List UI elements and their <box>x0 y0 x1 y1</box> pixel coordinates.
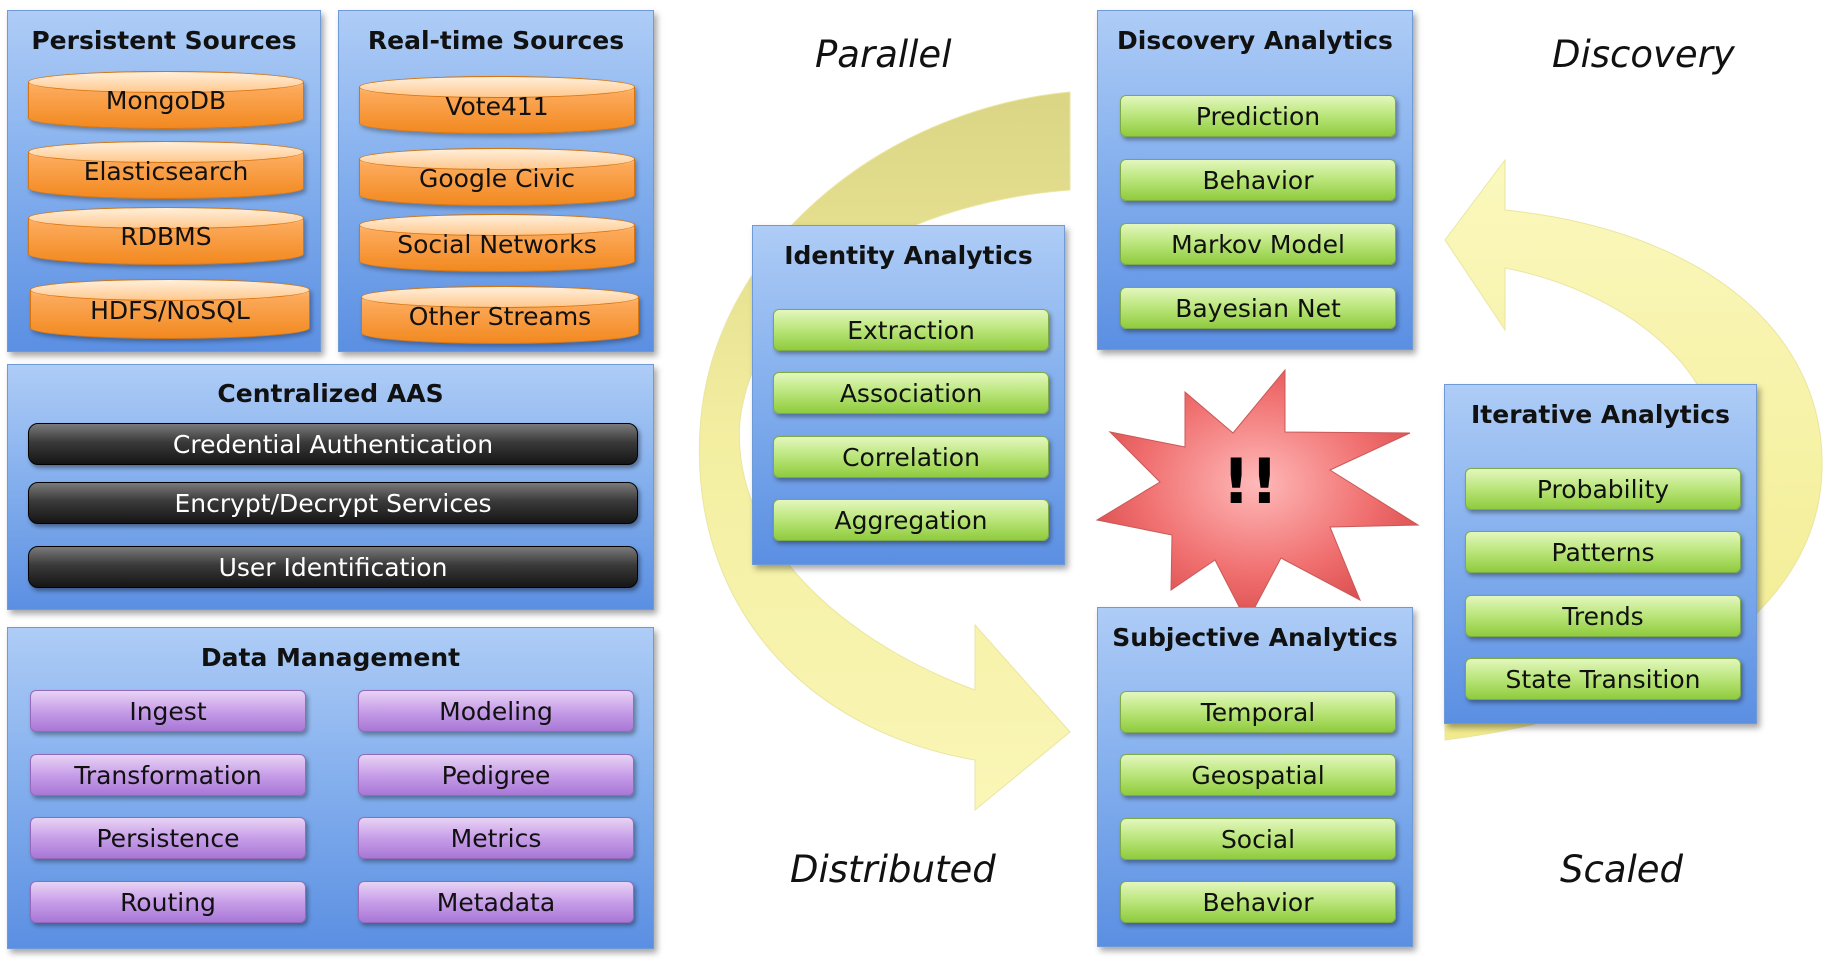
source-social-networks[interactable]: Social Networks <box>359 214 635 272</box>
data-management-panel: Data Management Ingest Modeling Transfor… <box>7 627 654 949</box>
source-label: HDFS/NoSQL <box>90 296 250 325</box>
dm-routing[interactable]: Routing <box>30 881 306 923</box>
source-label: MongoDB <box>105 86 227 115</box>
it-patterns[interactable]: Patterns <box>1465 531 1741 573</box>
label-discovery: Discovery <box>1552 33 1735 76</box>
da-markov-model[interactable]: Markov Model <box>1120 223 1396 265</box>
source-label: Social Networks <box>397 230 597 259</box>
source-elasticsearch[interactable]: Elasticsearch <box>28 141 304 199</box>
label-parallel: Parallel <box>815 33 952 76</box>
sa-temporal[interactable]: Temporal <box>1120 691 1396 733</box>
source-hdfs-nosql[interactable]: HDFS/NoSQL <box>30 279 310 339</box>
dm-metadata[interactable]: Metadata <box>358 881 634 923</box>
ia-association[interactable]: Association <box>773 372 1049 414</box>
it-trends[interactable]: Trends <box>1465 595 1741 637</box>
source-label: Vote411 <box>445 92 549 121</box>
persistent-sources-panel: Persistent Sources MongoDB Elasticsearch… <box>7 10 321 352</box>
panel-title: Centralized AAS <box>217 379 444 408</box>
da-prediction[interactable]: Prediction <box>1120 95 1396 137</box>
iterative-analytics-panel: Iterative Analytics Probability Patterns… <box>1444 384 1757 724</box>
source-label: Google Civic <box>419 164 575 193</box>
ia-correlation[interactable]: Correlation <box>773 436 1049 478</box>
source-label: RDBMS <box>120 222 212 251</box>
panel-title: Data Management <box>200 643 461 672</box>
encrypt-decrypt-services[interactable]: Encrypt/Decrypt Services <box>28 482 638 524</box>
alert-burst-text: !! <box>1222 445 1279 518</box>
panel-title: Real-time Sources <box>367 26 625 55</box>
source-label: Other Streams <box>408 302 592 331</box>
dm-ingest[interactable]: Ingest <box>30 690 306 732</box>
subjective-analytics-panel: Subjective Analytics Temporal Geospatial… <box>1097 607 1413 947</box>
it-state-transition[interactable]: State Transition <box>1465 658 1741 700</box>
dm-pedigree[interactable]: Pedigree <box>358 754 634 796</box>
label-scaled: Scaled <box>1560 848 1684 891</box>
discovery-analytics-panel: Discovery Analytics Prediction Behavior … <box>1097 10 1413 350</box>
it-probability[interactable]: Probability <box>1465 468 1741 510</box>
dm-persistence[interactable]: Persistence <box>30 817 306 859</box>
ia-extraction[interactable]: Extraction <box>773 309 1049 351</box>
credential-authentication[interactable]: Credential Authentication <box>28 423 638 465</box>
dm-transformation[interactable]: Transformation <box>30 754 306 796</box>
user-identification[interactable]: User Identification <box>28 546 638 588</box>
dm-metrics[interactable]: Metrics <box>358 817 634 859</box>
dm-modeling[interactable]: Modeling <box>358 690 634 732</box>
realtime-sources-panel: Real-time Sources Vote411 Google Civic S… <box>338 10 654 352</box>
alert-burst-icon <box>1095 368 1420 624</box>
ia-aggregation[interactable]: Aggregation <box>773 499 1049 541</box>
panel-title: Subjective Analytics <box>1112 623 1398 652</box>
source-mongodb[interactable]: MongoDB <box>28 71 304 129</box>
sa-geospatial[interactable]: Geospatial <box>1120 754 1396 796</box>
panel-title: Identity Analytics <box>784 241 1033 270</box>
da-bayesian-net[interactable]: Bayesian Net <box>1120 287 1396 329</box>
source-vote411[interactable]: Vote411 <box>359 76 635 134</box>
da-behavior[interactable]: Behavior <box>1120 159 1396 201</box>
identity-analytics-panel: Identity Analytics Extraction Associatio… <box>752 225 1065 565</box>
centralized-aas-panel: Centralized AAS Credential Authenticatio… <box>7 364 654 610</box>
source-label: Elasticsearch <box>83 157 249 186</box>
panel-title: Discovery Analytics <box>1117 26 1393 55</box>
source-other-streams[interactable]: Other Streams <box>361 286 639 344</box>
source-google-civic[interactable]: Google Civic <box>359 148 635 206</box>
sa-behavior[interactable]: Behavior <box>1120 881 1396 923</box>
panel-title: Persistent Sources <box>31 26 297 55</box>
sa-social[interactable]: Social <box>1120 818 1396 860</box>
source-rdbms[interactable]: RDBMS <box>28 207 304 265</box>
label-distributed: Distributed <box>790 848 996 891</box>
panel-title: Iterative Analytics <box>1471 400 1730 429</box>
